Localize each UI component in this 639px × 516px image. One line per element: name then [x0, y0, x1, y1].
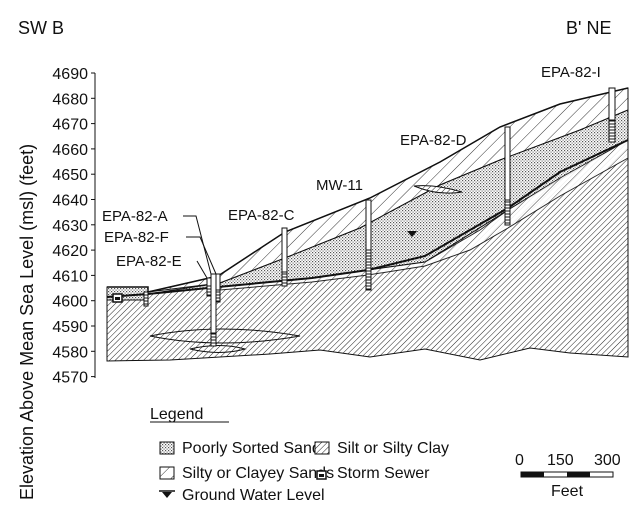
- scale-unit: Feet: [551, 483, 584, 500]
- legend-label-storm-sewer: Storm Sewer: [337, 465, 430, 482]
- label-epa82e: EPA-82-E: [116, 253, 182, 270]
- y-tick-label: 4640: [52, 193, 88, 210]
- silt-lens-upper: [413, 185, 463, 194]
- y-tick-label: 4600: [52, 294, 88, 311]
- label-epa82f: EPA-82-F: [104, 229, 169, 246]
- y-tick-label: 4690: [52, 66, 88, 83]
- y-axis-title: Elevation Above Mean Sea Level (msl) (fe…: [17, 144, 37, 500]
- well-epa82i-screen: [608, 119, 616, 143]
- well-epa82e-screen: [206, 285, 212, 297]
- section-left-label: SW B: [18, 18, 64, 38]
- ground-surface: [107, 87, 629, 293]
- wells: [112, 87, 616, 347]
- label-mw11: MW-11: [316, 177, 363, 194]
- y-tick-label: 4670: [52, 117, 88, 134]
- legend-swatch-silt-clay: [314, 441, 330, 455]
- y-tick-label: 4570: [52, 370, 88, 387]
- scale-bar: 0 150 300 Feet: [515, 452, 621, 500]
- well-mw11-screen: [365, 249, 372, 291]
- silt-lens-large: [149, 328, 301, 344]
- ground-water-marker: [407, 231, 417, 237]
- y-tick-label: 4590: [52, 319, 88, 336]
- y-tick-label: 4680: [52, 91, 88, 108]
- scale-tick-300: 300: [594, 452, 621, 469]
- legend-swatch-silty-sands: [159, 466, 175, 480]
- legend-swatch-poorly-sorted: [159, 441, 175, 455]
- y-axis: 4690 4680 4670 4660 4650 4640 4630 4620 4610 4600…: [52, 66, 96, 387]
- silt-lens-small: [189, 345, 247, 353]
- section-right-label: B' NE: [566, 18, 611, 38]
- well-epa82d-screen: [504, 199, 511, 226]
- scale-tick-0: 0: [515, 452, 524, 469]
- legend-label-silt-clay: Silt or Silty Clay: [337, 440, 449, 457]
- well-epa82c-screen: [281, 271, 288, 287]
- scale-tick-150: 150: [547, 452, 574, 469]
- y-tick-label: 4650: [52, 167, 88, 184]
- y-tick-label: 4580: [52, 344, 88, 361]
- well-epa82f-screen: [215, 289, 221, 303]
- well-labels: EPA-82-A EPA-82-F EPA-82-E EPA-82-C MW-1…: [102, 64, 601, 279]
- y-tick-label: 4610: [52, 268, 88, 285]
- legend-label-poorly-sorted: Poorly Sorted Sands: [182, 440, 329, 457]
- y-tick-label: 4630: [52, 218, 88, 235]
- legend-gw-marker: [162, 492, 172, 498]
- legend-label-gw-level: Ground Water Level: [182, 487, 325, 504]
- legend-label-silty-sands: Silty or Clayey Sands: [182, 465, 334, 482]
- label-epa82d: EPA-82-D: [400, 132, 467, 149]
- y-tick-label: 4620: [52, 243, 88, 260]
- label-epa82a: EPA-82-A: [102, 208, 168, 225]
- legend: Legend Poorly Sorted Sands Silt or Silty…: [150, 406, 449, 504]
- label-epa82c: EPA-82-C: [228, 207, 295, 224]
- label-epa82i: EPA-82-I: [541, 64, 601, 81]
- legend-title: Legend: [150, 406, 203, 423]
- silty-sands-layer: [217, 139, 629, 291]
- well-left-casing: [143, 291, 149, 307]
- y-tick-label: 4660: [52, 142, 88, 159]
- well-epa82a-screen: [210, 332, 217, 347]
